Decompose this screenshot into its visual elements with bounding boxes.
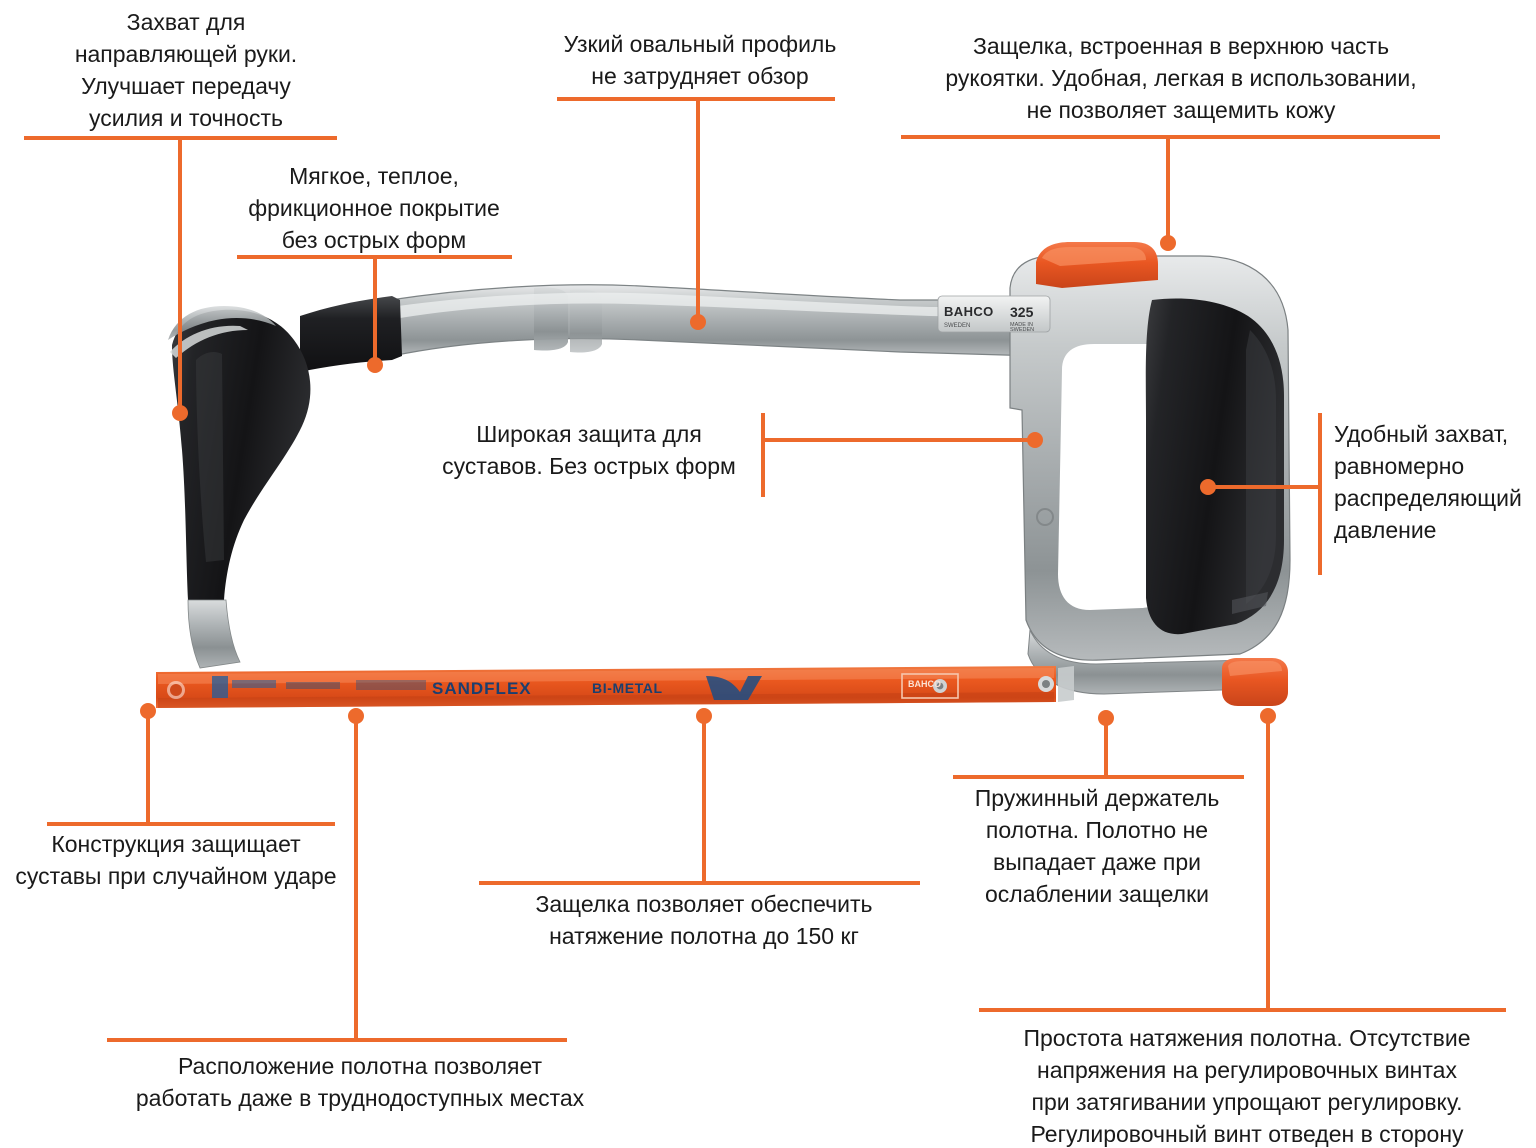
callout-easy-tensioning-stem — [1266, 716, 1270, 1010]
callout-comfort-grip-stem — [1318, 413, 1322, 575]
callout-impact-protection-text: Конструкция защищает суставы при случайн… — [15, 831, 337, 889]
callout-spring-holder-dot — [1098, 710, 1114, 726]
callout-oval-profile-text: Узкий овальный профиль не затрудняет обз… — [563, 31, 837, 89]
svg-text:325: 325 — [1010, 304, 1034, 320]
callout-knuckle-guard-rule — [761, 438, 1035, 442]
svg-text:MADE IN: MADE IN — [1010, 322, 1033, 328]
svg-text:SWEDEN: SWEDEN — [944, 323, 970, 329]
svg-text:BAHCO: BAHCO — [908, 679, 941, 689]
svg-text:BI-METAL: BI-METAL — [592, 680, 663, 696]
svg-text:SANDFLEX: SANDFLEX — [432, 679, 532, 698]
callout-blade-position-stem — [354, 716, 358, 1040]
callout-soft-coating-stem — [373, 255, 377, 360]
callout-easy-tensioning-rule — [979, 1008, 1506, 1012]
callout-blade-tension-rule — [479, 881, 920, 885]
callout-comfort-grip-text: Удобный захват, равномерно распределяющи… — [1334, 421, 1522, 543]
callout-knuckle-guard-text: Широкая защита для суставов. Без острых … — [442, 421, 736, 479]
callout-oval-profile-stem — [696, 97, 700, 317]
callout-comfort-grip-dot — [1200, 479, 1216, 495]
callout-top-latch-text: Защелка, встроенная в верхнюю часть руко… — [945, 33, 1417, 123]
callout-impact-protection-rule — [47, 822, 335, 826]
callout-blade-position-dot — [348, 708, 364, 724]
callout-top-latch-rule — [901, 135, 1440, 139]
callout-impact-protection-stem — [146, 712, 150, 824]
callout-top-latch-dot — [1160, 235, 1176, 251]
callout-blade-tension-text: Защелка позволяет обеспечить натяжение п… — [535, 891, 873, 949]
callout-guide-hand-grip-stem — [178, 136, 182, 406]
callout-blade-position-rule — [107, 1038, 567, 1042]
callout-oval-profile-dot — [690, 314, 706, 330]
callout-spring-holder-rule — [953, 775, 1244, 779]
callout-spring-holder-text: Пружинный держатель полотна. Полотно не … — [974, 785, 1220, 907]
callout-soft-coating-dot — [367, 357, 383, 373]
callout-knuckle-guard-dot — [1027, 432, 1043, 448]
callout-top-latch-stem — [1166, 135, 1170, 242]
callout-impact-protection-dot — [140, 703, 156, 719]
callout-guide-hand-grip-dot — [172, 405, 188, 421]
callout-guide-hand-grip-text: Захват для направляющей руки. Улучшает п… — [74, 9, 298, 131]
svg-text:BAHCO: BAHCO — [944, 304, 994, 319]
callout-easy-tensioning-text: Простота натяжения полотна. Отсутствие н… — [1023, 1025, 1471, 1147]
callout-spring-holder-stem — [1104, 718, 1108, 776]
callout-comfort-grip-rule — [1210, 485, 1322, 489]
callout-knuckle-guard-stem — [761, 413, 765, 497]
callout-easy-tensioning-dot — [1260, 708, 1276, 724]
callout-blade-position-text: Расположение полотна позволяет работать … — [135, 1053, 585, 1111]
callout-blade-tension-dot — [696, 708, 712, 724]
callout-blade-tension-stem — [702, 716, 706, 882]
callout-soft-coating-text: Мягкое, теплое, фрикционное покрытие без… — [248, 163, 500, 253]
svg-text:SWEDEN: SWEDEN — [1010, 327, 1034, 333]
